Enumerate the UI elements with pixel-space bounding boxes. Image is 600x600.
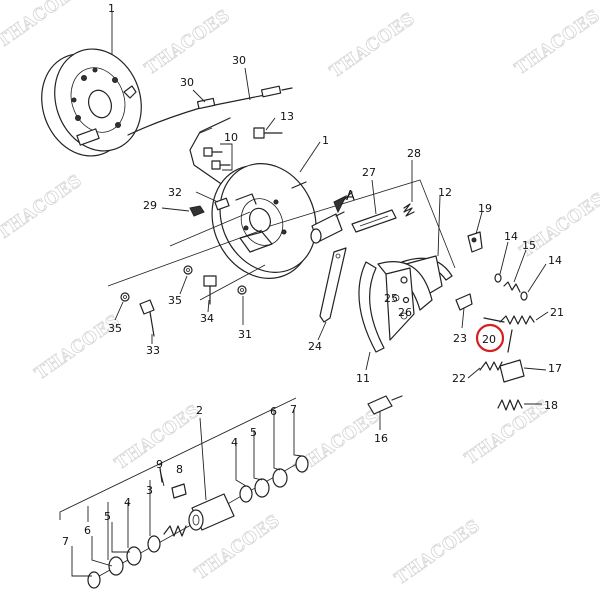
cylinder-exploded: [59, 397, 309, 589]
part-label: 13: [280, 110, 294, 123]
part-label-highlighted: 20: [482, 333, 496, 346]
part-label: 33: [146, 344, 160, 357]
part-label: 6: [270, 405, 277, 418]
brake-cable: [127, 67, 293, 136]
part-label: 17: [548, 362, 562, 375]
part-22-spring: [467, 361, 503, 379]
part-label: 21: [550, 306, 564, 319]
part-label: 7: [62, 535, 69, 548]
part-label: 6: [84, 524, 91, 537]
highlight-ring: [475, 323, 505, 353]
part-31: [237, 285, 247, 325]
part-21-spring: [483, 311, 549, 325]
part-label: 30: [180, 76, 194, 89]
part-19: [467, 211, 483, 253]
part-label: 3: [146, 484, 153, 497]
backing-plate-front: [211, 141, 321, 279]
part-label: 34: [200, 312, 214, 325]
part-35-washers: [114, 265, 193, 321]
part-14-15: [494, 241, 547, 301]
callout-letter: A: [346, 189, 355, 204]
part-label: 15: [522, 239, 536, 252]
part-label: 22: [452, 372, 466, 385]
part-label: 19: [478, 202, 492, 215]
part-label: 35: [168, 294, 182, 307]
part-28-spring: [403, 160, 415, 217]
part-label: 31: [238, 328, 252, 341]
part-label: 4: [124, 496, 131, 509]
part-11-brake-shoe: [358, 261, 433, 371]
part-label: 32: [168, 186, 182, 199]
watermark: THACOES: [0, 171, 86, 244]
part-18-spring: [497, 399, 542, 411]
part-label: 5: [104, 510, 111, 523]
part-17: [499, 359, 547, 383]
wheel-cylinder: [310, 191, 353, 244]
part-27-adjuster: [351, 179, 397, 233]
part-label: 18: [544, 399, 558, 412]
part-label: 25: [384, 292, 398, 305]
part-label: 35: [108, 322, 122, 335]
part-10-bolts: [203, 143, 233, 171]
part-24-lever: [317, 247, 347, 341]
part-label: 30: [232, 54, 246, 67]
part-label: 14: [548, 254, 562, 267]
part-label: 12: [438, 186, 452, 199]
part-label: 26: [398, 306, 412, 319]
part-label: 4: [231, 436, 238, 449]
part-label: 16: [374, 432, 388, 445]
part-label: 24: [308, 340, 322, 353]
part-34-bolt: [203, 275, 217, 313]
watermark: THACOES: [0, 0, 86, 52]
watermark: THACOES: [391, 516, 484, 589]
part-20-highlighted: [475, 323, 513, 353]
part-32: [195, 191, 230, 211]
watermark: THACOES: [511, 6, 600, 79]
part-16-bleeder: [367, 395, 403, 430]
part-29: [161, 205, 205, 217]
part-label: 8: [176, 463, 183, 476]
part-label: 27: [362, 166, 376, 179]
part-label: 7: [290, 403, 297, 416]
part-label: 29: [143, 199, 157, 212]
part-label: 10: [224, 131, 238, 144]
part-33-bolt: [139, 299, 155, 344]
part-label: 5: [250, 426, 257, 439]
part-23: [455, 293, 473, 329]
part-label: 28: [407, 147, 421, 160]
part-label: 11: [356, 372, 370, 385]
part-label: 23: [453, 332, 467, 345]
part-label: 14: [504, 230, 518, 243]
part-label: 1: [322, 134, 329, 147]
watermark: THACOES: [326, 9, 419, 82]
backing-plate-rear: [41, 12, 142, 157]
part-label: 9: [156, 458, 163, 471]
watermark: THACOES: [141, 6, 234, 79]
part-label: 2: [196, 404, 203, 417]
part-label: 1: [108, 2, 115, 15]
part-13-bolt: [253, 117, 283, 139]
